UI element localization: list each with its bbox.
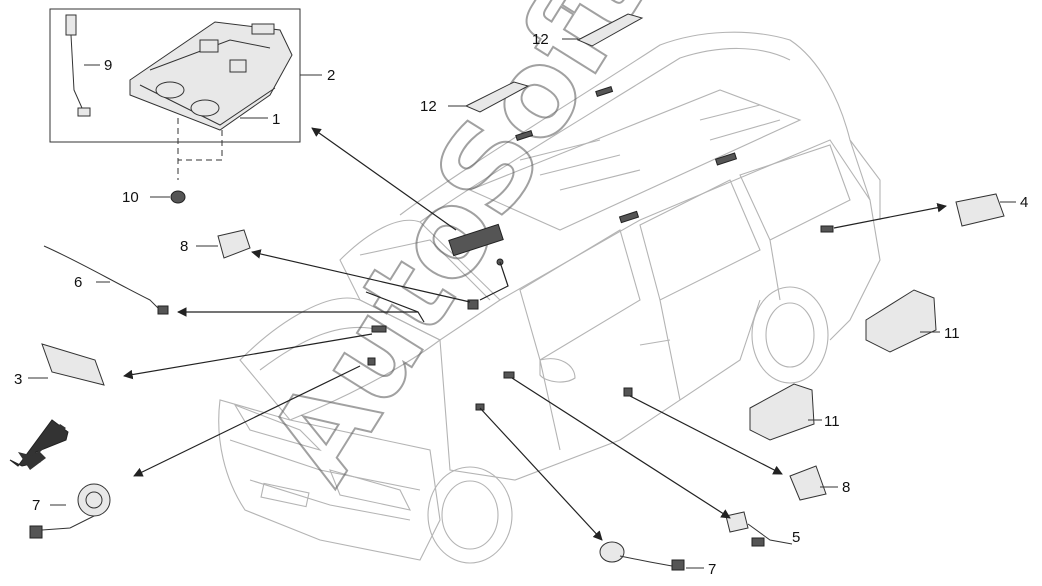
part-6-wire [43, 245, 169, 315]
part-7-left [29, 483, 111, 539]
callout-3: 3 [14, 371, 22, 388]
vehicle-mount-points [367, 85, 834, 411]
callout-7-left: 7 [32, 497, 40, 514]
reference-arrows [123, 127, 947, 541]
callout-7-lower: 7 [708, 561, 716, 578]
part-8-lower [789, 465, 838, 501]
part-5-switch [725, 511, 793, 547]
part-7-lower [599, 541, 704, 571]
callout-8-lower: 8 [842, 479, 850, 496]
part-11-upper [865, 289, 940, 353]
callout-4: 4 [1020, 194, 1028, 211]
part-12-upper [562, 13, 644, 47]
callout-1: 1 [272, 111, 280, 128]
part-3-lamp [28, 343, 105, 386]
callout-11-lower: 11 [824, 413, 840, 430]
front-direction-arrow-icon [9, 419, 69, 470]
callout-10: 10 [122, 189, 139, 206]
part-12-lower [448, 81, 530, 113]
part-11-lower [749, 383, 822, 441]
callout-9: 9 [104, 57, 112, 74]
part-8-upper [196, 229, 251, 259]
callout-11-upper: 11 [944, 325, 960, 342]
callout-5: 5 [792, 529, 800, 546]
callout-2: 2 [327, 67, 335, 84]
overhead-console-detail [49, 8, 322, 204]
callout-6: 6 [74, 274, 82, 291]
part-4-lamp [955, 193, 1016, 227]
callout-8-upper: 8 [180, 238, 188, 255]
callout-12-upper: 12 [532, 31, 549, 48]
callout-labels: 1 2 3 4 5 6 7 7 8 8 9 10 11 11 12 12 [14, 31, 1028, 578]
callout-12-lower: 12 [420, 98, 437, 115]
vehicle-outline [218, 31, 881, 564]
